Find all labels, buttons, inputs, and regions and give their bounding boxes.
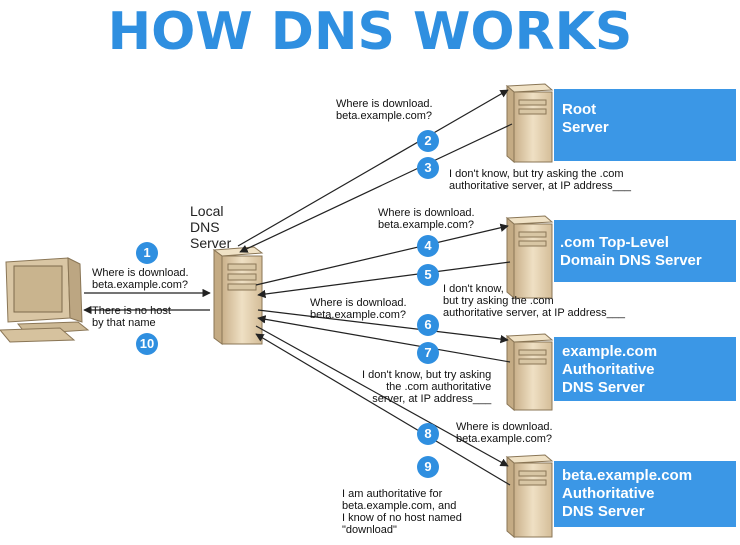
server-line: Authoritative [562,485,655,502]
message-line: beta.example.com? [456,433,552,445]
message-9: I am authoritative for beta.example.com,… [342,488,462,536]
local-dns-server-label: Local DNS Server [190,203,231,251]
beta-server-icon [505,454,554,539]
server-line: DNS Server [562,379,645,396]
message-line: beta.example.com? [336,110,432,122]
server-line: Root [562,101,597,118]
message-line: Where is download. [456,421,553,433]
message-line: Where is download. [310,297,407,309]
example-server-icon [505,333,554,412]
message-line: beta.example.com? [310,309,406,321]
message-line: beta.example.com? [378,219,474,231]
message-line: authoritative server, at IP address___ [443,307,626,319]
message-line: but try asking the .com [443,295,554,307]
arrow-6 [257,309,509,344]
step-badge: 9 [417,456,439,478]
message-10: There is no host by that name [92,305,171,329]
message-line: by that name [92,317,156,329]
message-5: I don't know, but try asking the .com au… [443,283,625,319]
arrow-3 [239,123,513,253]
example-server-box: example.com Authoritative DNS Server [554,337,736,401]
message-line: the .com authoritative [386,381,492,393]
message-2: Where is download. beta.example.com? [336,98,433,122]
step-badge: 10 [136,333,158,355]
message-line: I know of no host named [342,512,462,524]
message-6: Where is download. beta.example.com? [310,297,407,321]
step-badge: 7 [417,342,439,364]
step-badge: 5 [417,264,439,286]
client-computer-icon [0,257,90,343]
arrow-5 [257,261,511,299]
server-line: beta.example.com [562,467,693,484]
message-4: Where is download. beta.example.com? [378,207,475,231]
message-line: server, at IP address___ [372,393,492,405]
message-line: I don't know, [443,283,504,295]
step-badge: 4 [417,235,439,257]
message-line: Where is download. [378,207,475,219]
local-dns-server-icon [212,246,264,345]
com-server-box: .com Top-Level Domain DNS Server [554,220,736,282]
label-line: DNS [190,219,220,235]
server-line: example.com [562,343,658,360]
message-line: Where is download. [336,98,433,110]
server-line: .com Top-Level [560,234,669,251]
message-line: authoritative server, at IP address___ [449,180,632,192]
message-line: beta.example.com? [92,279,188,291]
server-line: Authoritative [562,361,655,378]
step-badge: 6 [417,314,439,336]
message-line: I don't know, but try asking the .com [449,168,624,180]
step-badge: 2 [417,130,439,152]
label-line: Local [190,203,224,219]
server-line: Server [562,119,609,136]
message-line: "download" [342,524,397,536]
beta-server-box: beta.example.com Authoritative DNS Serve… [554,461,736,527]
arrow-8 [255,325,509,467]
arrow-7 [257,315,511,363]
message-3: I don't know, but try asking the .com au… [449,168,631,192]
page-title: HOW DNS WORKS [107,2,633,62]
message-line: beta.example.com, and [342,500,457,512]
server-line: Domain DNS Server [560,252,702,269]
com-server-icon [505,215,554,300]
label-line: Server [190,235,232,251]
arrow-2 [237,89,509,247]
message-line: I don't know, but try asking [362,369,492,381]
message-8: Where is download. beta.example.com? [456,421,553,445]
step-badge: 8 [417,423,439,445]
arrow-4 [255,223,509,286]
step-badge: 3 [417,157,439,179]
message-7: I don't know, but try asking the .com au… [362,369,491,405]
root-server-box: Root Server [554,89,736,161]
message-1: Where is download. beta.example.com? [92,267,189,291]
arrow-9 [255,333,511,486]
root-server-icon [505,83,554,164]
message-line: I am authoritative for [342,488,443,500]
server-line: DNS Server [562,503,645,520]
message-line: There is no host [92,305,171,317]
message-line: Where is download. [92,267,189,279]
step-badge: 1 [136,242,158,264]
